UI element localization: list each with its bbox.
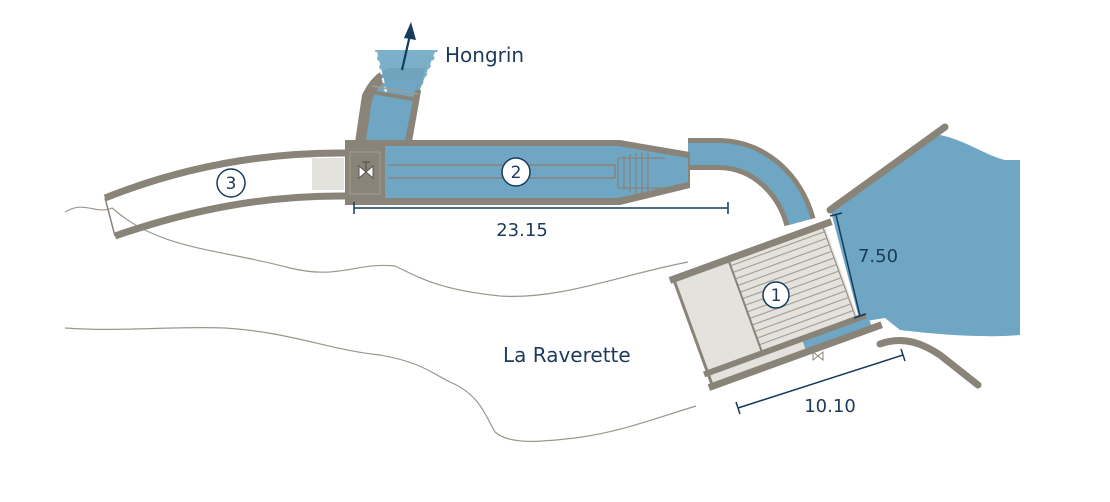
trash-rack [727,224,857,354]
valve-icon-intake [812,350,824,362]
marker-3: 3 [216,168,246,198]
svg-text:1: 1 [771,286,782,306]
channel-conduit-lines [388,164,616,179]
marker-1: 1 [762,281,790,309]
arrow-up-icon [400,22,416,71]
dimension-intake-width [735,348,906,415]
wing-wall-lower [876,337,982,389]
left-pipe-end [104,197,116,237]
dimension-label-intake-height: 7.50 [858,246,898,267]
dimension-label-channel-length: 23.15 [496,220,548,241]
label-la-raverette: La Raverette [503,343,631,367]
bend-connector-water [688,143,811,226]
dimension-label-intake-width: 10.10 [804,396,856,417]
wing-wall-upper [826,123,949,214]
svg-text:2: 2 [511,163,522,183]
left-pipe-outer-wall [103,149,349,202]
left-pipe-plug [312,158,344,190]
label-hongrin: Hongrin [445,43,524,67]
marker-2: 2 [501,157,531,187]
valve-icon [358,161,374,180]
lake-water [830,135,1020,337]
dimension-channel-length [353,202,729,214]
channel-taper-lines [617,152,665,195]
hongrin-branch [355,50,438,142]
terrain-line-upper [64,206,689,298]
dimension-intake-height [829,212,867,319]
main-channel-water [385,146,688,198]
svg-text:3: 3 [226,174,237,194]
left-pipe-inner-wall [113,192,349,240]
terrain-line-lower [64,326,697,442]
